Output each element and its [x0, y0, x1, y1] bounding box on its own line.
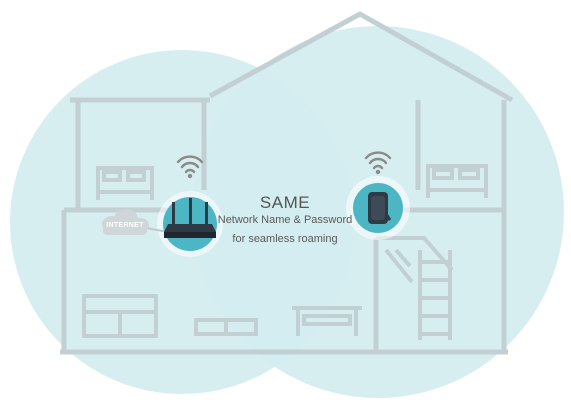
subtitle-line-2: for seamless roaming	[232, 233, 338, 245]
house-outline	[60, 11, 514, 355]
range-extender-icon	[368, 192, 392, 224]
wifi-icon-dot	[375, 169, 381, 175]
diagram-title: SAME	[259, 193, 311, 212]
furniture	[82, 164, 488, 340]
router-icon	[164, 198, 216, 238]
internet-cloud-icon	[102, 209, 149, 235]
wifi-icon	[364, 151, 392, 170]
subtitle-line-1: Network Name & Password	[217, 214, 353, 226]
wifi-icon-dot	[187, 173, 193, 179]
internet-label: INTERNET	[106, 222, 144, 229]
wifi-icon	[176, 155, 204, 174]
